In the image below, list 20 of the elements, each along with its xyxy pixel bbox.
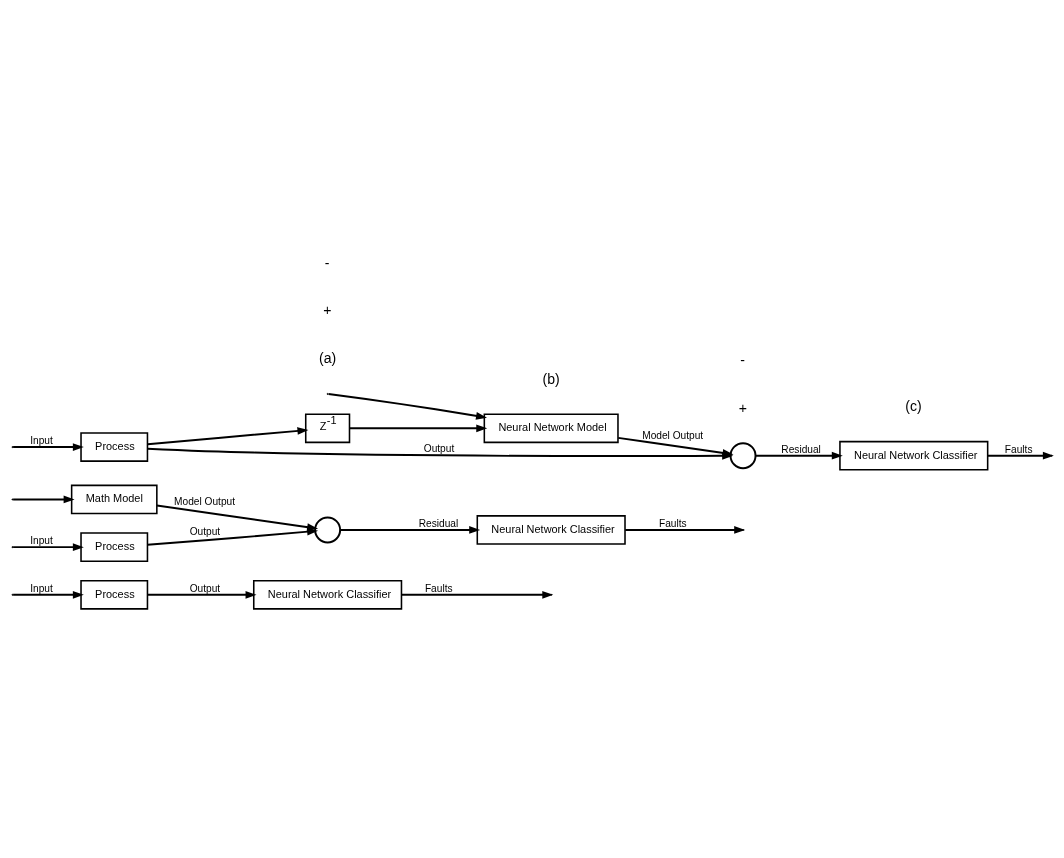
edge-label: Output — [189, 525, 221, 537]
edge-label: Faults — [424, 582, 453, 594]
edge-label: Faults — [659, 517, 687, 529]
label: + — [323, 301, 332, 318]
edge-label: Faults — [1004, 443, 1033, 455]
label: (b) — [542, 370, 560, 387]
edge-label: Residual — [781, 443, 821, 455]
label: (a) — [319, 349, 337, 366]
label: - — [740, 351, 745, 368]
label: + — [738, 399, 747, 416]
edge-label: Residual — [418, 517, 459, 529]
edge-label: Input — [30, 534, 53, 546]
edge-label: Model Output — [642, 429, 704, 441]
edge-label: Input — [30, 582, 53, 594]
edge-label: Input — [30, 434, 53, 446]
edge-label: Output — [189, 582, 221, 594]
label: (c) — [905, 397, 922, 414]
edge-label: Model Output — [174, 495, 236, 507]
label: - — [324, 254, 330, 271]
edge-label: Output — [423, 442, 455, 454]
